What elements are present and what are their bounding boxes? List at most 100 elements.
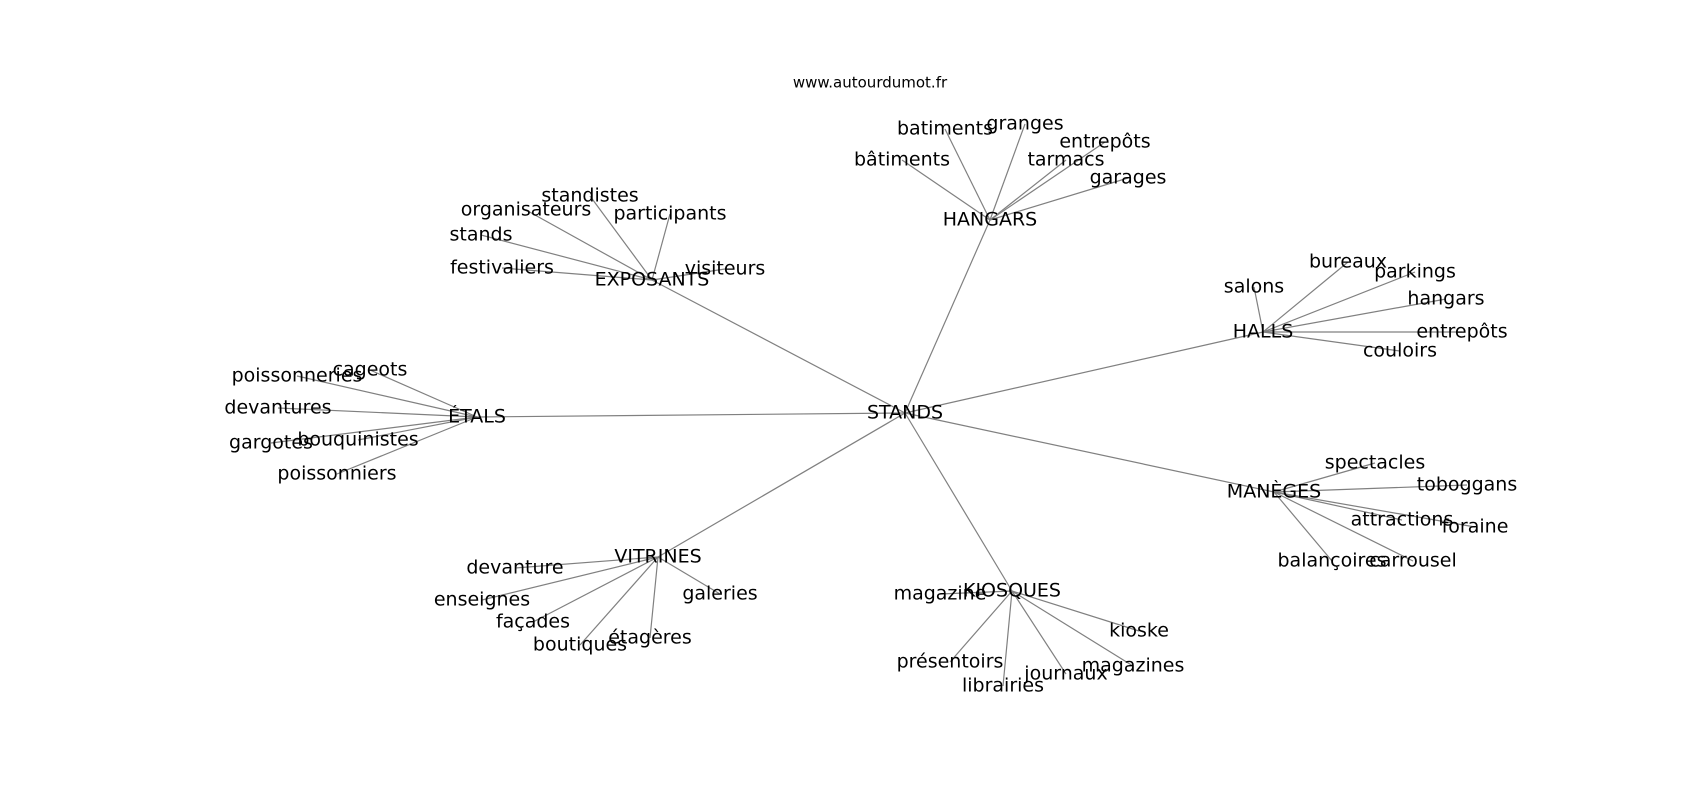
hub-node-label: MANÈGES <box>1227 480 1321 503</box>
leaf-node-label: magazine <box>894 583 987 605</box>
hub-node-label: HANGARS <box>943 209 1037 231</box>
edge-hub-leaf <box>989 141 1106 221</box>
edge-hub-leaf <box>989 123 1026 221</box>
leaf-node-label: présentoirs <box>897 651 1004 673</box>
leaf-node-label: poissonniers <box>277 463 396 485</box>
leaf-node-label: participants <box>613 203 726 225</box>
edge-root-hub <box>476 412 906 418</box>
leaf-node-label: enseignes <box>434 589 530 611</box>
leaf-node-label: festivaliers <box>450 257 554 279</box>
leaf-node-label: bâtiments <box>854 149 950 171</box>
leaf-node-label: librairies <box>962 675 1044 697</box>
edge-hub-leaf <box>657 556 721 595</box>
leaf-node-label: poissonneries <box>232 365 363 387</box>
edge-hub-leaf <box>579 556 659 646</box>
leaf-node-label: kioske <box>1109 620 1169 642</box>
edge-hub-leaf <box>1002 590 1013 687</box>
edge-root-hub <box>651 279 906 414</box>
leaf-node-label: attractions <box>1351 509 1454 531</box>
leaf-node-label: boutiques <box>533 634 627 656</box>
leaf-node-label: garages <box>1090 167 1167 189</box>
leaf-node-label: salons <box>1224 276 1284 298</box>
edge-hub-leaf <box>336 416 478 475</box>
leaf-node-label: journaux <box>1023 663 1107 685</box>
edge-root-hub <box>904 412 1275 493</box>
edge-root-hub <box>904 219 991 414</box>
leaf-node-label: galeries <box>682 583 757 605</box>
leaf-node-label: bureaux <box>1309 251 1387 273</box>
edge-hub-leaf <box>1273 491 1333 562</box>
leaf-node-label: gargotes <box>229 432 313 454</box>
leaf-node-label: tarmacs <box>1027 149 1104 171</box>
leaf-node-label: standistes <box>541 185 638 207</box>
leaf-node-label: magazines <box>1082 655 1185 677</box>
edge-hub-leaf <box>270 416 478 444</box>
edge-hub-leaf <box>1253 286 1264 333</box>
leaf-node-label: devantures <box>224 397 331 419</box>
root-node-label: STANDS <box>867 402 943 424</box>
edge-hub-leaf <box>1011 590 1067 675</box>
edge-root-hub <box>904 331 1264 414</box>
site-title: www.autourdumot.fr <box>793 74 948 92</box>
edge-root-hub <box>904 412 1013 592</box>
edge-hub-leaf <box>989 159 1067 221</box>
edge-hub-leaf <box>481 556 659 601</box>
edge-hub-leaf <box>1273 462 1376 493</box>
hub-node-label: VITRINES <box>614 546 701 568</box>
leaf-node-label: batiments <box>897 118 993 140</box>
edge-hub-leaf <box>1011 590 1140 632</box>
edge-hub-leaf <box>651 213 671 281</box>
edge-hub-leaf <box>949 590 1013 663</box>
edge-root-hub <box>657 412 906 558</box>
leaf-node-label: organisateurs <box>461 199 592 221</box>
edge-hub-leaf <box>296 375 478 418</box>
edge-hub-leaf <box>277 407 478 418</box>
edge-hub-leaf <box>1262 298 1447 333</box>
graph-edges <box>270 123 1476 687</box>
leaf-node-label: couloirs <box>1363 340 1437 362</box>
leaf-node-label: granges <box>986 113 1063 135</box>
edge-hub-leaf <box>480 234 653 281</box>
leaf-node-label: cageots <box>333 359 408 381</box>
hub-node-label: HALLS <box>1233 321 1294 343</box>
leaf-node-label: carrousel <box>1369 550 1457 572</box>
leaf-node-label: bouquinistes <box>297 429 418 451</box>
edge-hub-leaf <box>1273 491 1414 562</box>
edge-hub-leaf <box>1011 590 1134 667</box>
hub-node-label: KIOSQUES <box>963 580 1061 602</box>
edge-hub-leaf <box>901 159 991 221</box>
leaf-node-label: toboggans <box>1417 474 1517 496</box>
hub-node-label: EXPOSANTS <box>595 269 710 291</box>
leaf-node-label: visiteurs <box>685 258 766 280</box>
edge-hub-leaf <box>357 416 478 441</box>
edge-hub-leaf <box>944 128 991 221</box>
hub-node-label: ÉTALS <box>448 405 506 428</box>
edge-hub-leaf <box>1262 271 1416 333</box>
edge-hub-leaf <box>514 556 659 569</box>
leaf-node-label: parkings <box>1374 261 1456 283</box>
edge-hub-leaf <box>525 209 653 281</box>
leaf-node-label: foraine <box>1442 516 1509 538</box>
leaf-node-label: étagères <box>608 627 692 649</box>
edge-hub-leaf <box>1273 484 1468 493</box>
leaf-node-label: spectacles <box>1325 452 1426 474</box>
edge-hub-leaf <box>1273 491 1476 528</box>
leaf-node-label: entrepôts <box>1059 131 1150 153</box>
edge-hub-leaf <box>1262 331 1401 352</box>
edge-hub-leaf <box>939 590 1013 595</box>
leaf-node-label: hangars <box>1407 288 1484 310</box>
edge-hub-leaf <box>1273 491 1403 521</box>
edge-hub-leaf <box>649 556 659 639</box>
leaf-node-label: entrepôts <box>1416 321 1507 343</box>
leaf-node-label: stands <box>450 224 513 246</box>
edge-hub-leaf <box>651 268 726 281</box>
edge-hub-leaf <box>989 177 1129 221</box>
leaf-node-label: façades <box>496 611 570 633</box>
edge-hub-leaf <box>589 195 653 281</box>
edge-hub-leaf <box>1262 261 1349 333</box>
edge-hub-leaf <box>501 267 653 281</box>
edge-hub-leaf <box>369 369 478 418</box>
leaf-node-label: balançoires <box>1278 550 1387 572</box>
